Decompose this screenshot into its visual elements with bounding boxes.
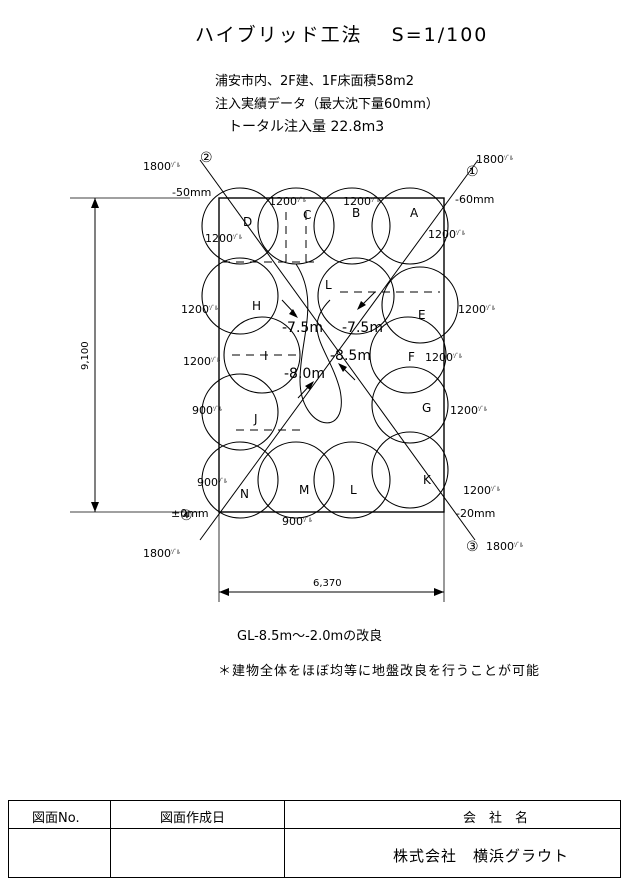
vol-N: 900ｿﾞﾙ xyxy=(197,476,227,489)
marker-1: ① xyxy=(466,164,479,180)
label-G: G xyxy=(422,401,431,415)
circle-I xyxy=(223,316,301,394)
circle-B xyxy=(313,187,391,265)
vol-F: 1200ｿﾞﾙ xyxy=(425,351,462,364)
circle-N xyxy=(201,441,279,519)
label-C: C xyxy=(303,208,311,222)
vol-D: 1200ｿﾞﾙ xyxy=(205,232,242,245)
label-B: B xyxy=(352,206,360,220)
circle-G xyxy=(371,366,449,444)
level-bottom-right: -20mm xyxy=(456,507,495,520)
circle-letters: A B C D E F G H I J K L L M N xyxy=(240,206,432,501)
depth-right-upper: -7.5m xyxy=(342,320,383,336)
note-remark: ＊建物全体をほぼ均等に地盤改良を行うことが可能 xyxy=(218,664,541,679)
vol-A: 1200ｿﾞﾙ xyxy=(428,228,465,241)
label-F: F xyxy=(408,350,415,364)
vol-H: 1200ｿﾞﾙ xyxy=(181,303,218,316)
diag-len-3: 1800ｿﾞﾙ xyxy=(486,540,523,553)
circle-L-upper xyxy=(317,257,395,335)
diagonal-2 xyxy=(199,159,476,541)
label-N: N xyxy=(240,487,249,501)
company-name: 株式会社 横浜グラウト xyxy=(393,847,570,865)
label-I: I xyxy=(264,349,268,363)
circle-D xyxy=(201,187,279,265)
dim-width: 6,370 xyxy=(313,578,342,589)
label-K: K xyxy=(423,473,432,487)
vol-J: 900ｿﾞﾙ xyxy=(192,404,222,417)
diagonal-1 xyxy=(199,159,479,541)
depth-center-left: -8.0m xyxy=(284,366,325,382)
depth-center-right: -8.5m xyxy=(330,348,371,364)
label-H: H xyxy=(252,299,261,313)
marker-2: ② xyxy=(200,150,213,166)
label-A: A xyxy=(410,206,419,220)
level-top-right: -60mm xyxy=(455,193,494,206)
vol-B: 1200ｿﾞﾙ xyxy=(343,195,380,208)
header-drawing-no: 図面No. xyxy=(32,811,80,826)
circle-L-lower xyxy=(313,441,391,519)
marker-3: ③ xyxy=(466,539,479,555)
label-D: D xyxy=(243,215,252,229)
info-total-volume: トータル注入量 22.8m3 xyxy=(228,119,385,135)
note-improvement-range: GL-8.5m～-2.0mの改良 xyxy=(237,629,383,644)
circle-A xyxy=(371,187,449,265)
circle-J xyxy=(201,373,279,451)
level-top-left: -50mm xyxy=(172,186,211,199)
drawing-title: ハイブリッド工法 S=1/100 xyxy=(195,24,489,46)
vol-bottom: 900ｿﾞﾙ xyxy=(282,515,312,528)
info-location: 浦安市内、2F建、1F床面積58m2 xyxy=(215,74,414,89)
vol-I: 1200ｿﾞﾙ xyxy=(183,355,220,368)
vol-G: 1200ｿﾞﾙ xyxy=(450,404,487,417)
vol-E: 1200ｿﾞﾙ xyxy=(458,303,495,316)
diag-len-2: 1800ｿﾞﾙ xyxy=(143,160,180,173)
depth-left-upper: -7.5m xyxy=(282,320,323,336)
label-L-lower: L xyxy=(350,483,357,497)
label-M: M xyxy=(299,483,309,497)
header-company: 会 社 名 xyxy=(463,811,529,826)
vol-K: 1200ｿﾞﾙ xyxy=(463,484,500,497)
dim-height: 9,100 xyxy=(80,341,91,370)
level-bottom-left: ±0mm xyxy=(171,507,209,520)
label-J: J xyxy=(253,412,258,426)
circle-F xyxy=(369,316,447,394)
diag-len-1: 1800ｿﾞﾙ xyxy=(476,153,513,166)
vol-C: 1200ｿﾞﾙ xyxy=(269,195,306,208)
circle-E xyxy=(381,266,459,344)
injection-path xyxy=(295,263,342,424)
injection-circles xyxy=(201,187,459,519)
header-drawing-date: 図面作成日 xyxy=(160,811,226,826)
diag-len-4: 1800ｿﾞﾙ xyxy=(143,547,180,560)
label-E: E xyxy=(418,308,426,322)
circle-H xyxy=(201,257,279,335)
info-data: 注入実績データ（最大沈下量60mm） xyxy=(215,97,439,112)
circle-K xyxy=(371,431,449,509)
label-L-upper: L xyxy=(325,278,332,292)
marker-4: ④ xyxy=(180,508,193,524)
circle-M xyxy=(257,441,335,519)
